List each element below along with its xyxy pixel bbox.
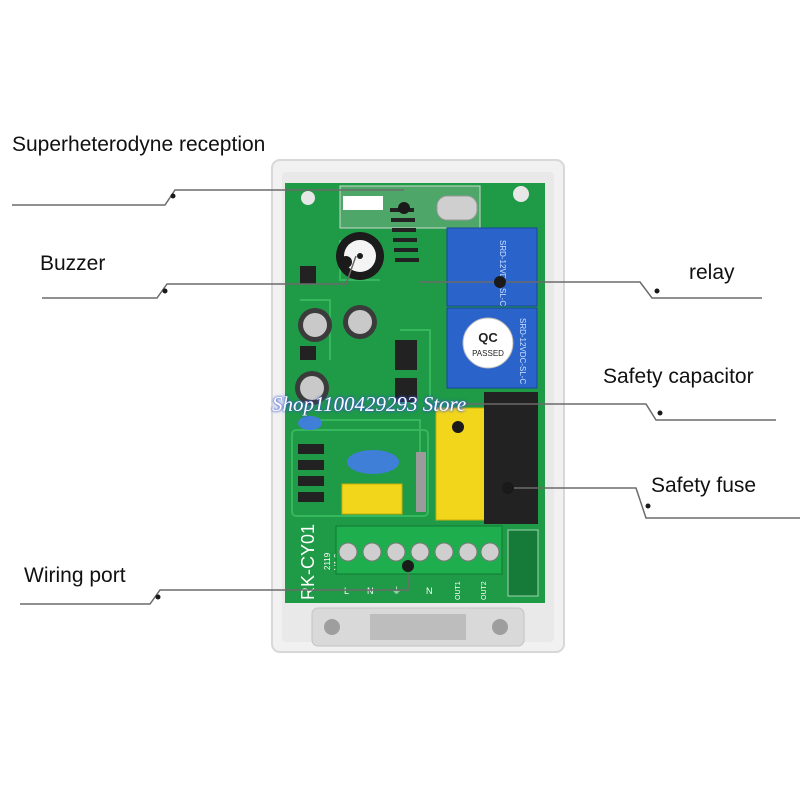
screw-right <box>492 619 508 635</box>
coil-label <box>343 196 383 210</box>
relay-markings: SRD-12VDC-SL-C SRD-12VDC-SL-C <box>498 240 527 384</box>
ic-chip <box>395 378 417 402</box>
label-superheterodyne-reception: Superheterodyne reception <box>12 133 266 156</box>
callout-lines <box>12 189 800 605</box>
terminal-label-4: OUT1 <box>455 581 462 600</box>
jumper-grid <box>507 529 539 597</box>
terminal-label-3: N <box>426 586 433 596</box>
small-yellow-capacitor <box>341 483 403 515</box>
safety-fuse <box>484 392 538 524</box>
label-buzzer: Buzzer <box>40 252 106 275</box>
electrolytic-capacitors <box>295 305 377 405</box>
dot-line-capacitor <box>657 410 663 416</box>
callout-safety-fuse <box>508 487 800 519</box>
relay-upper-text: SRD-12VDC-SL-C <box>498 240 507 306</box>
callout-relay <box>420 281 762 299</box>
callout-dots <box>155 193 663 600</box>
ceramic-capacitor-small <box>298 416 322 430</box>
clip-center <box>370 614 466 640</box>
label-wiring-port: Wiring port <box>24 564 126 587</box>
callout-safety-capacitor <box>458 403 776 421</box>
qc-passed-sticker <box>462 317 514 369</box>
ic-chip <box>395 340 417 370</box>
board-model: RK-CY01 <box>298 524 318 600</box>
dot-wiring-port <box>402 560 414 572</box>
label-safety-fuse: Safety fuse <box>651 474 757 497</box>
screw-left <box>324 619 340 635</box>
label-safety-capacitor: Safety capacitor <box>603 365 754 388</box>
dot-line-fuse <box>645 503 651 509</box>
dot-line-superheterodyne <box>170 193 176 199</box>
terminal-label-0: L <box>344 586 349 596</box>
dot-line-relay <box>654 288 660 294</box>
mount-hole <box>513 186 529 202</box>
mount-hole <box>301 191 315 205</box>
terminal-label-5: OUT2 <box>481 581 488 600</box>
ceramic-capacitor <box>347 450 399 474</box>
store-watermark: Shop1100429293 Store <box>272 392 467 416</box>
crystal <box>436 195 478 221</box>
dot-relay <box>494 276 506 288</box>
transistor <box>300 346 316 360</box>
board-code: 2119 <box>323 552 332 570</box>
relay-upper <box>446 227 538 307</box>
transistor <box>300 266 316 284</box>
dot-buzzer <box>340 256 352 268</box>
dot-superheterodyne <box>398 202 410 214</box>
callout-wiring-port <box>20 566 409 605</box>
label-relay: relay <box>689 261 735 284</box>
diode <box>416 452 426 512</box>
resistors <box>298 444 324 502</box>
buzzer-hole <box>357 253 363 259</box>
terminal-label-2: ⏚ <box>392 586 401 596</box>
qc-line2: PASSED <box>472 349 504 358</box>
callout-buzzer <box>42 255 357 299</box>
terminal-labels: L N ⏚ N OUT1 OUT2 <box>344 581 488 600</box>
dot-safety-capacitor <box>452 421 464 433</box>
antenna-coil <box>390 208 419 262</box>
terminal-screws <box>338 542 500 562</box>
dot-safety-fuse <box>502 482 514 494</box>
callout-superheterodyne <box>12 189 404 206</box>
dot-line-wiring <box>155 594 161 600</box>
relay-lower-text: SRD-12VDC-SL-C <box>518 318 527 384</box>
dot-line-buzzer <box>162 288 168 294</box>
qc-line1: QC <box>478 330 498 345</box>
terminal-label-1: N <box>367 586 374 596</box>
